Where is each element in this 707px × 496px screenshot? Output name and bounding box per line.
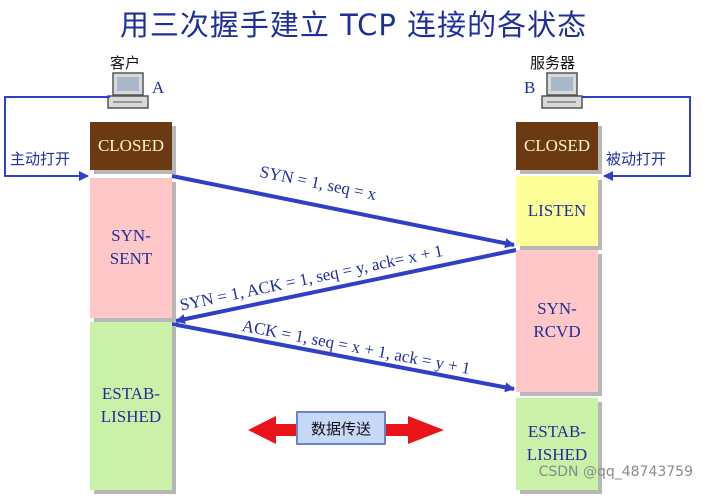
passive-open-label: 被动打开: [606, 148, 667, 169]
server-computer-icon: [541, 72, 583, 109]
syn-ack-arrow: [175, 248, 517, 325]
syn-arrow: [171, 174, 515, 249]
client-state-syn-sent: SYN- SENT: [90, 178, 172, 318]
data-transfer-label: 数据传送: [296, 411, 386, 445]
server-state-syn-rcvd: SYN- RCVD: [516, 250, 598, 392]
client-open-loop-arrow: [4, 96, 110, 181]
client-letter: A: [152, 78, 165, 97]
server-open-loop-arrow: [582, 96, 691, 181]
active-open-label: 主动打开: [10, 148, 71, 169]
server-letter: B: [524, 78, 536, 97]
server-label: 服务器: [530, 54, 576, 72]
server-state-listen: LISTEN: [516, 176, 598, 246]
client-state-closed: CLOSED: [90, 122, 172, 170]
client-label: 客户: [110, 54, 141, 72]
watermark: CSDN @qq_48743759: [538, 464, 693, 480]
page-title: 用三次握手建立 TCP 连接的各状态: [119, 8, 588, 42]
client-computer-icon: [107, 72, 149, 109]
ack-arrow: [171, 322, 515, 393]
server-state-closed: CLOSED: [516, 122, 598, 170]
client-state-established: ESTAB- LISHED: [90, 322, 172, 490]
server-state-established: ESTAB- LISHED: [516, 398, 598, 490]
